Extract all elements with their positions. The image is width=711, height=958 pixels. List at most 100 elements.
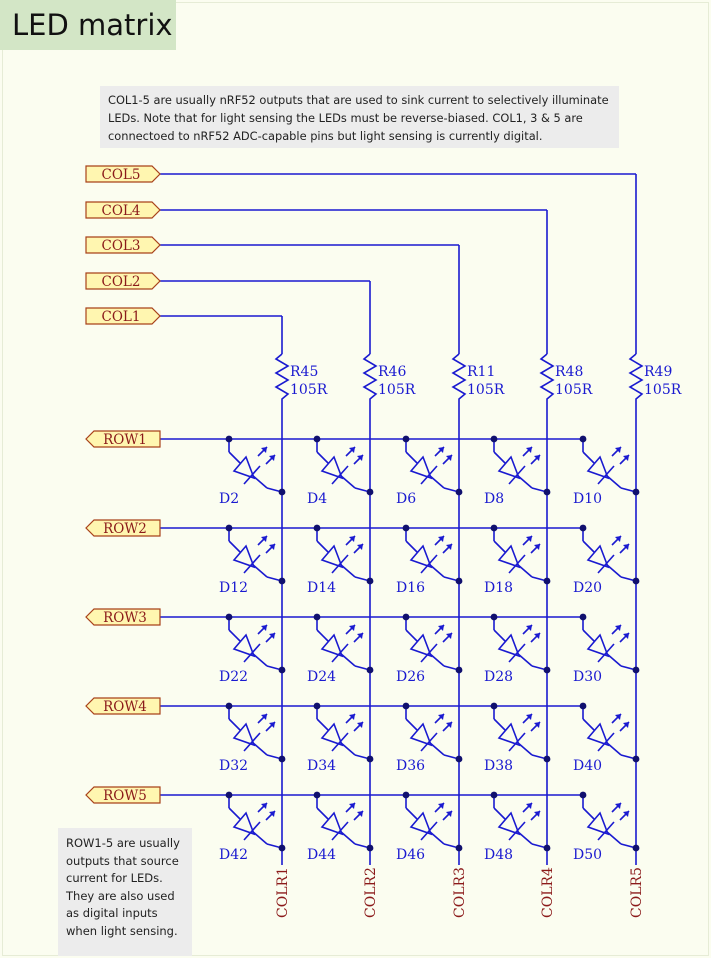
port-row1: ROW1 (85, 430, 161, 448)
led-arrow-head (269, 544, 275, 550)
junction-row-5 (490, 791, 498, 799)
led-triangle (586, 544, 610, 569)
led-d12: D12 (219, 528, 283, 596)
led-designator: D48 (484, 847, 513, 863)
resistor-symbol (628, 353, 644, 406)
junction-row-5 (225, 791, 233, 799)
junction-col-4 (543, 755, 551, 763)
port-label: ROW2 (103, 521, 147, 537)
led-d46: D46 (396, 795, 460, 863)
led-designator: D28 (484, 669, 513, 685)
led-lead-in (493, 807, 506, 820)
led-arrow-head (615, 714, 621, 720)
led-d20: D20 (573, 528, 637, 596)
led-d42: D42 (219, 795, 283, 863)
led-triangle (320, 722, 344, 747)
led-lead-in (582, 718, 595, 731)
port-shape (85, 272, 161, 290)
led-triangle (409, 455, 433, 480)
led-triangle (586, 811, 610, 836)
junction-row-1 (490, 435, 498, 443)
resistor-symbol (451, 353, 467, 406)
led-arrow-head (357, 544, 363, 550)
led-lead-in (493, 718, 506, 731)
led-arrow-head (534, 722, 540, 728)
junction-row-4 (225, 702, 233, 710)
led-lead-in (316, 807, 329, 820)
port-label: COL4 (102, 203, 141, 219)
junction-row-1 (402, 435, 410, 443)
led-lead-out (428, 830, 445, 845)
port-row3: ROW3 (85, 608, 161, 626)
led-arrow-head (623, 455, 629, 461)
led-arrow-head (534, 544, 540, 550)
led-lead-in (405, 540, 418, 553)
port-shape (85, 519, 161, 537)
led-triangle (320, 633, 344, 658)
led-triangle (232, 811, 256, 836)
led-arrow-head (534, 633, 540, 639)
junction-row-5 (402, 791, 410, 799)
led-arrow-head (349, 803, 355, 809)
junction-row-5 (579, 791, 587, 799)
led-designator: D20 (573, 580, 602, 596)
led-triangle (497, 455, 521, 480)
led-triangle (320, 544, 344, 569)
resistor-ref: R45 (290, 364, 318, 380)
led-arrow-head (261, 714, 267, 720)
junction-col-5 (632, 488, 640, 496)
junction-row-1 (579, 435, 587, 443)
junction-col-5 (632, 755, 640, 763)
port-shape (85, 786, 161, 804)
led-triangle (320, 811, 344, 836)
led-designator: D44 (307, 847, 336, 863)
port-row4: ROW4 (85, 697, 161, 715)
led-triangle (409, 633, 433, 658)
led-d24: D24 (307, 617, 371, 685)
led-lead-out (605, 652, 622, 667)
led-designator: D42 (219, 847, 248, 863)
led-arrow-head (526, 447, 532, 453)
led-lead-in (228, 718, 241, 731)
junction-col-2 (366, 755, 374, 763)
led-lead-in (582, 807, 595, 820)
junction-row-4 (490, 702, 498, 710)
junction-col-4 (543, 488, 551, 496)
led-d6: D6 (396, 439, 460, 507)
led-designator: D36 (396, 758, 425, 774)
led-lead-in (316, 540, 329, 553)
junction-col-1 (278, 577, 286, 585)
junction-col-2 (366, 844, 374, 852)
port-shape (85, 697, 161, 715)
junction-row-2 (579, 524, 587, 532)
led-d2: D2 (219, 439, 283, 507)
led-d18: D18 (484, 528, 548, 596)
led-d44: D44 (307, 795, 371, 863)
led-lead-out (428, 474, 445, 489)
net-label-colr2: COLR2 (363, 867, 379, 918)
port-row2: ROW2 (85, 519, 161, 537)
port-shape (85, 430, 161, 448)
led-arrow-head (534, 455, 540, 461)
led-arrow-head (526, 803, 532, 809)
led-arrow-head (623, 544, 629, 550)
led-d10: D10 (573, 439, 637, 507)
led-arrow-head (446, 544, 452, 550)
led-arrow-head (446, 722, 452, 728)
led-arrow-head (615, 803, 621, 809)
led-designator: D38 (484, 758, 513, 774)
junction-col-5 (632, 666, 640, 674)
junction-row-3 (225, 613, 233, 621)
led-designator: D12 (219, 580, 248, 596)
resistor-ref: R46 (378, 364, 406, 380)
led-lead-out (251, 474, 268, 489)
resistor-ref: R49 (644, 364, 672, 380)
port-label: ROW3 (103, 610, 147, 626)
junction-col-4 (543, 577, 551, 585)
led-lead-out (605, 741, 622, 756)
